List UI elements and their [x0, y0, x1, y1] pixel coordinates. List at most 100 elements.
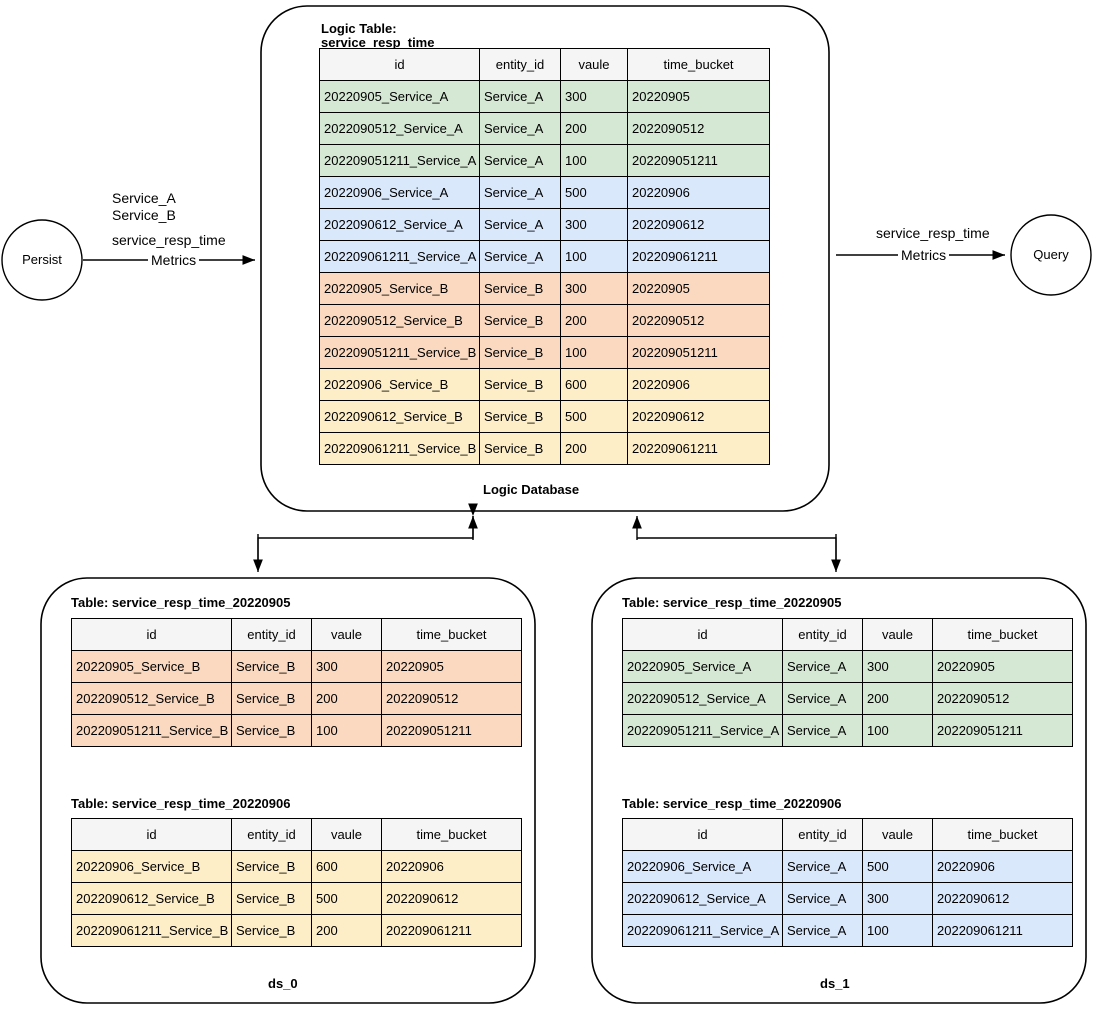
column-header-vaule: vaule [862, 818, 933, 851]
table-header-row: id entity_id vaule time_bucket [71, 618, 522, 651]
cell-entity-id: Service_B [231, 850, 312, 883]
cell-time-bucket: 20220906 [627, 176, 770, 209]
cell-id: 202209051211_Service_A [622, 714, 783, 747]
cell-vaule: 300 [311, 650, 382, 683]
cell-entity-id: Service_A [479, 80, 561, 113]
cell-entity-id: Service_A [479, 176, 561, 209]
cell-time-bucket: 20220906 [381, 850, 522, 883]
cell-time-bucket: 2022090612 [381, 882, 522, 915]
column-header-time-bucket: time_bucket [381, 818, 522, 851]
column-header-id: id [622, 818, 783, 851]
cell-time-bucket: 20220905 [627, 272, 770, 305]
cell-time-bucket: 20220905 [627, 80, 770, 113]
cell-vaule: 200 [862, 682, 933, 715]
cell-time-bucket: 202209061211 [627, 240, 770, 273]
cell-vaule: 300 [862, 882, 933, 915]
query-node-label[interactable]: Query [1033, 247, 1069, 262]
cell-id: 20220905_Service_B [71, 650, 232, 683]
ds1-label: ds_1 [820, 976, 850, 991]
cell-id: 202209061211_Service_B [319, 432, 480, 465]
cell-entity-id: Service_B [231, 914, 312, 947]
query-edge-label-metrics: Metrics [898, 247, 950, 264]
cell-id: 20220905_Service_A [319, 80, 480, 113]
column-header-id: id [319, 48, 480, 81]
cell-entity-id: Service_A [782, 650, 863, 683]
cell-vaule: 200 [311, 682, 382, 715]
persist-node-label[interactable]: Persist [22, 252, 62, 267]
ds1-to-db-line [637, 537, 837, 570]
cell-entity-id: Service_A [479, 208, 561, 241]
cell-vaule: 100 [311, 714, 382, 747]
cell-time-bucket: 2022090612 [627, 400, 770, 433]
cell-id: 20220906_Service_B [319, 368, 480, 401]
cell-time-bucket: 202209061211 [381, 914, 522, 947]
cell-entity-id: Service_B [479, 368, 561, 401]
cell-entity-id: Service_A [479, 240, 561, 273]
cell-vaule: 300 [560, 272, 628, 305]
table-header-row: id entity_id vaule time_bucket [71, 818, 522, 851]
persist-edge-label-service-b: Service_B [112, 207, 176, 223]
cell-id: 202209061211_Service_A [319, 240, 480, 273]
column-header-vaule: vaule [311, 818, 382, 851]
column-header-entity-id: entity_id [782, 818, 863, 851]
cell-id: 20220906_Service_A [622, 850, 783, 883]
column-header-entity-id: entity_id [782, 618, 863, 651]
cell-time-bucket: 20220906 [627, 368, 770, 401]
cell-entity-id: Service_B [479, 304, 561, 337]
cell-entity-id: Service_A [782, 682, 863, 715]
cell-vaule: 200 [560, 432, 628, 465]
table-header-row: id entity_id vaule time_bucket [319, 48, 770, 81]
cell-id: 2022090612_Service_A [319, 208, 480, 241]
persist-edge-label-service-a: Service_A [112, 190, 176, 206]
cell-entity-id: Service_A [782, 882, 863, 915]
cell-entity-id: Service_A [782, 714, 863, 747]
logic-table-title-line1: Logic Table: [321, 21, 397, 36]
logic-table: id entity_id vaule time_bucket 20220905_… [319, 48, 770, 465]
cell-vaule: 300 [560, 80, 628, 113]
cell-time-bucket: 2022090512 [627, 304, 770, 337]
cell-id: 20220905_Service_B [319, 272, 480, 305]
cell-time-bucket: 2022090612 [627, 208, 770, 241]
ds1-table-20220906: id entity_id vaule time_bucket 20220906_… [622, 818, 1073, 947]
cell-id: 2022090512_Service_B [319, 304, 480, 337]
cell-id: 202209061211_Service_A [622, 914, 783, 947]
column-header-id: id [71, 618, 232, 651]
cell-time-bucket: 202209061211 [932, 914, 1073, 947]
cell-entity-id: Service_B [231, 682, 312, 715]
column-header-entity-id: entity_id [231, 818, 312, 851]
cell-time-bucket: 202209051211 [932, 714, 1073, 747]
cell-vaule: 100 [560, 336, 628, 369]
cell-id: 2022090612_Service_B [319, 400, 480, 433]
cell-time-bucket: 2022090512 [381, 682, 522, 715]
ds0-label: ds_0 [268, 976, 298, 991]
table-header-row: id entity_id vaule time_bucket [622, 818, 1073, 851]
cell-vaule: 200 [311, 914, 382, 947]
cell-vaule: 300 [560, 208, 628, 241]
column-header-time-bucket: time_bucket [932, 618, 1073, 651]
query-edge-label-metric-name: service_resp_time [876, 225, 990, 241]
column-header-vaule: vaule [311, 618, 382, 651]
cell-entity-id: Service_B [479, 272, 561, 305]
cell-vaule: 100 [560, 144, 628, 177]
cell-entity-id: Service_B [479, 400, 561, 433]
column-header-time-bucket: time_bucket [627, 48, 770, 81]
table-header-row: id entity_id vaule time_bucket [622, 618, 1073, 651]
ds1-table0-title: Table: service_resp_time_20220905 [622, 595, 842, 610]
cell-vaule: 600 [311, 850, 382, 883]
cell-vaule: 100 [560, 240, 628, 273]
